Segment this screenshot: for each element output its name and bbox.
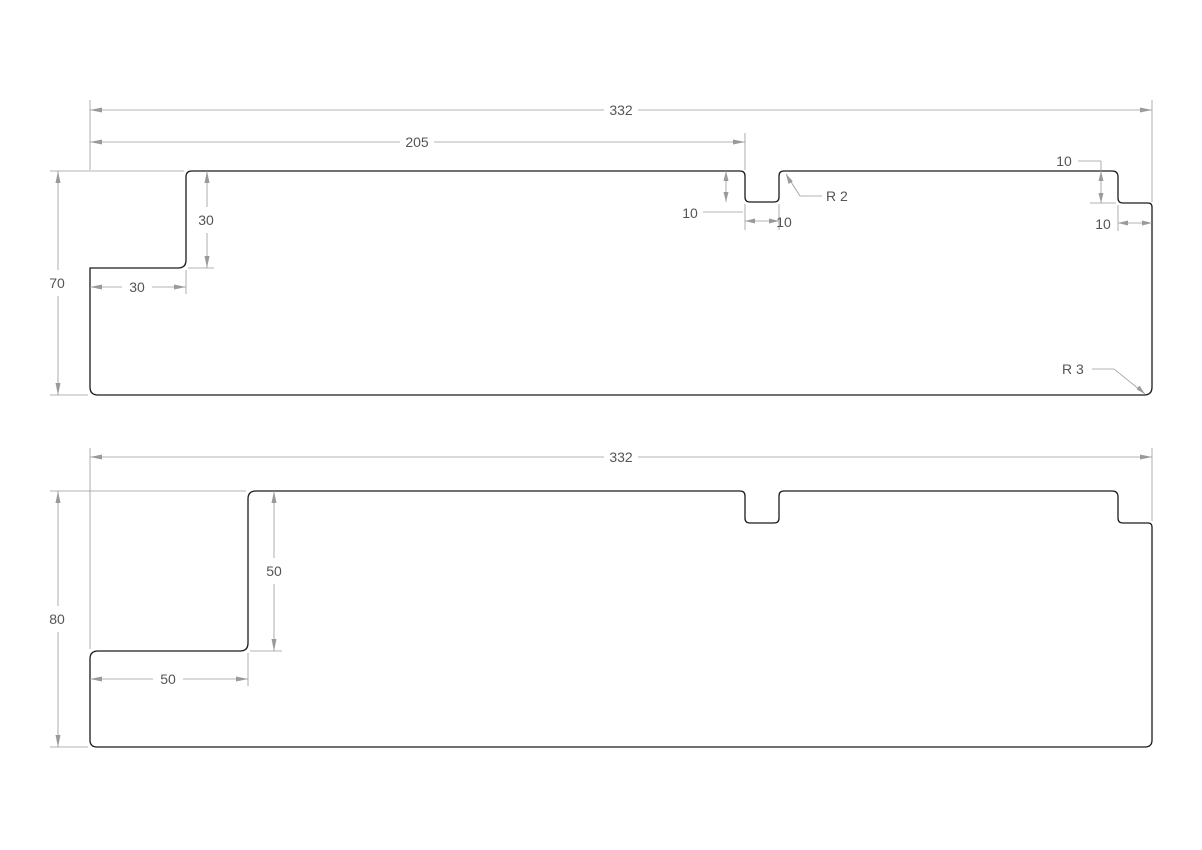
dim-notch-position: 205 [90, 133, 746, 170]
dim-notch-depth: 10 [682, 171, 743, 221]
dim-overall-height: 70 [49, 170, 184, 396]
dim-step-height: 30 [188, 171, 214, 269]
bottom-overall-height-label: 80 [49, 611, 65, 627]
bottom-part-outline [89, 490, 1153, 748]
corner-radius-label: R 3 [1062, 361, 1084, 377]
dim-bottom-step-width: 50 [90, 653, 249, 687]
dim-notch-width: 10 [744, 204, 792, 230]
step-height-label: 30 [198, 212, 214, 228]
notch-radius-label: R 2 [826, 188, 848, 204]
overall-length-label: 332 [609, 102, 633, 118]
step-width-label: 30 [129, 279, 145, 295]
dim-corner-radius: R 3 [1062, 361, 1146, 395]
notch-position-label: 205 [405, 134, 429, 150]
dim-bottom-step-height: 50 [250, 491, 282, 652]
dim-overall-length: 332 [89, 100, 1153, 202]
notch-width-label: 10 [776, 214, 792, 230]
top-part-outline [89, 170, 1153, 396]
dim-end-step-height: 10 [1056, 153, 1116, 204]
dim-notch-radius: R 2 [785, 173, 848, 204]
top-part: 332 205 70 30 [49, 100, 1153, 396]
end-step-width-label: 10 [1095, 216, 1111, 232]
bottom-step-height-label: 50 [266, 563, 282, 579]
notch-depth-label: 10 [682, 205, 698, 221]
overall-height-label: 70 [49, 275, 65, 291]
dim-bottom-overall-height: 80 [49, 490, 246, 748]
dim-end-step-width: 10 [1095, 205, 1152, 232]
bottom-overall-length-label: 332 [609, 449, 633, 465]
end-step-height-label: 10 [1056, 153, 1072, 169]
dim-bottom-overall-length: 332 [89, 448, 1153, 649]
bottom-part: 332 80 50 50 [49, 448, 1153, 748]
bottom-step-width-label: 50 [160, 671, 176, 687]
dim-step-width: 30 [90, 270, 187, 295]
